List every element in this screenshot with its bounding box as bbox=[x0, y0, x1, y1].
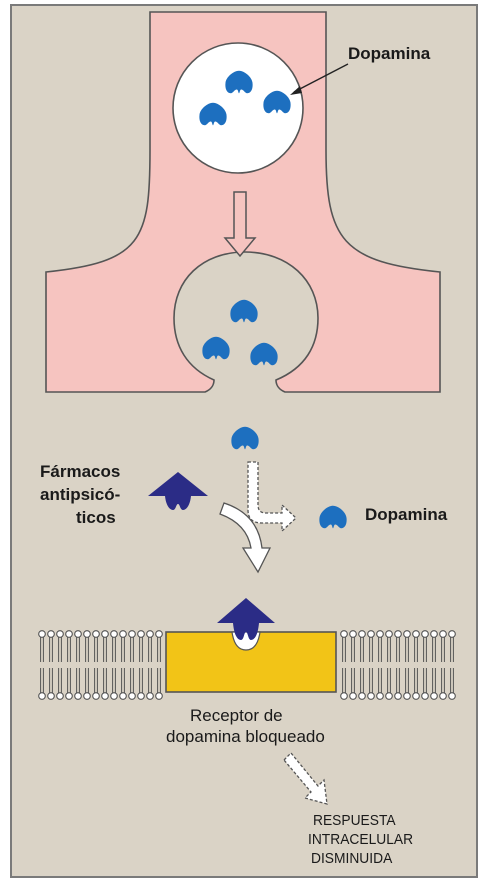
response-label-line3: DISMINUIDA bbox=[311, 850, 392, 867]
receptor-label-line2: dopamina bloqueado bbox=[166, 727, 325, 747]
response-label-line1: RESPUESTA bbox=[313, 812, 396, 829]
drug-label-line1: Fármacos bbox=[40, 462, 120, 482]
receptor-label-line1: Receptor de bbox=[190, 706, 283, 726]
response-label-line2: INTRACELULAR bbox=[308, 831, 413, 848]
drug-label-line2: antipsicó- bbox=[40, 485, 120, 505]
dopamine-label-top: Dopamina bbox=[348, 44, 430, 64]
dopamine-label-right: Dopamina bbox=[365, 505, 447, 525]
drug-label-line3: ticos bbox=[76, 508, 116, 528]
